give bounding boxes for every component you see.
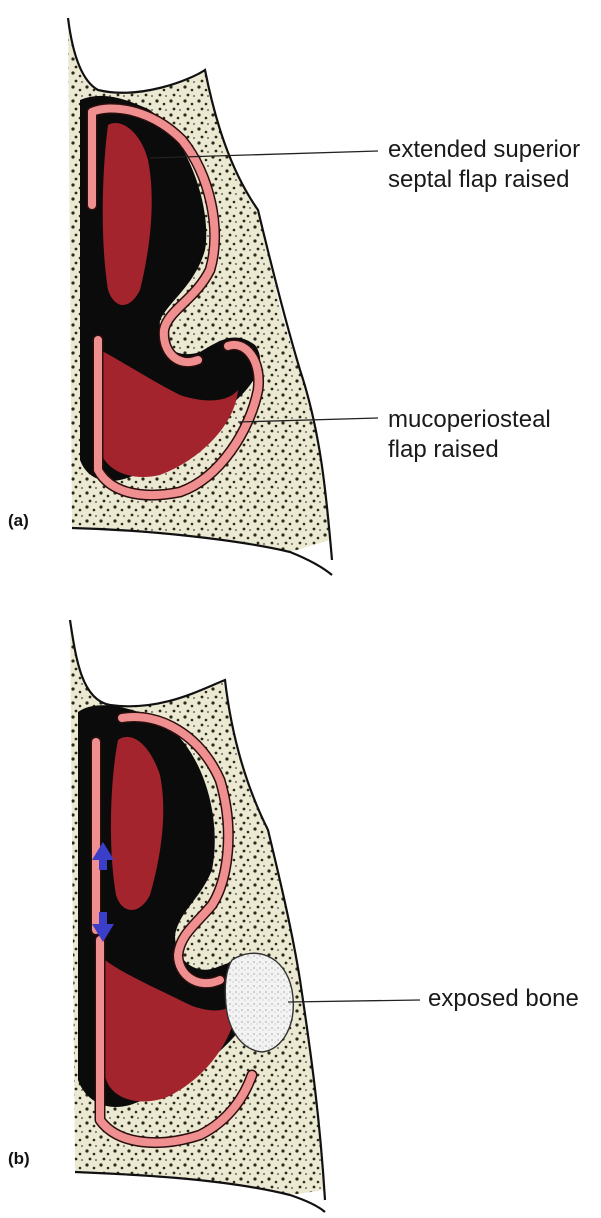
- label-extended-superior-flap-line1: extended superior: [388, 136, 580, 164]
- leader-exposed-bone: [288, 1000, 420, 1002]
- panel-a-diagram: [68, 18, 378, 575]
- panel-b-diagram: [70, 620, 420, 1212]
- panel-a-label: (a): [8, 511, 29, 531]
- panel-b-label: (b): [8, 1149, 30, 1169]
- label-mucoperiosteal-flap-line1: mucoperiosteal: [388, 406, 551, 434]
- label-mucoperiosteal-flap-line2: flap raised: [388, 436, 499, 464]
- label-exposed-bone: exposed bone: [428, 985, 579, 1013]
- label-extended-superior-flap-line2: septal flap raised: [388, 166, 569, 194]
